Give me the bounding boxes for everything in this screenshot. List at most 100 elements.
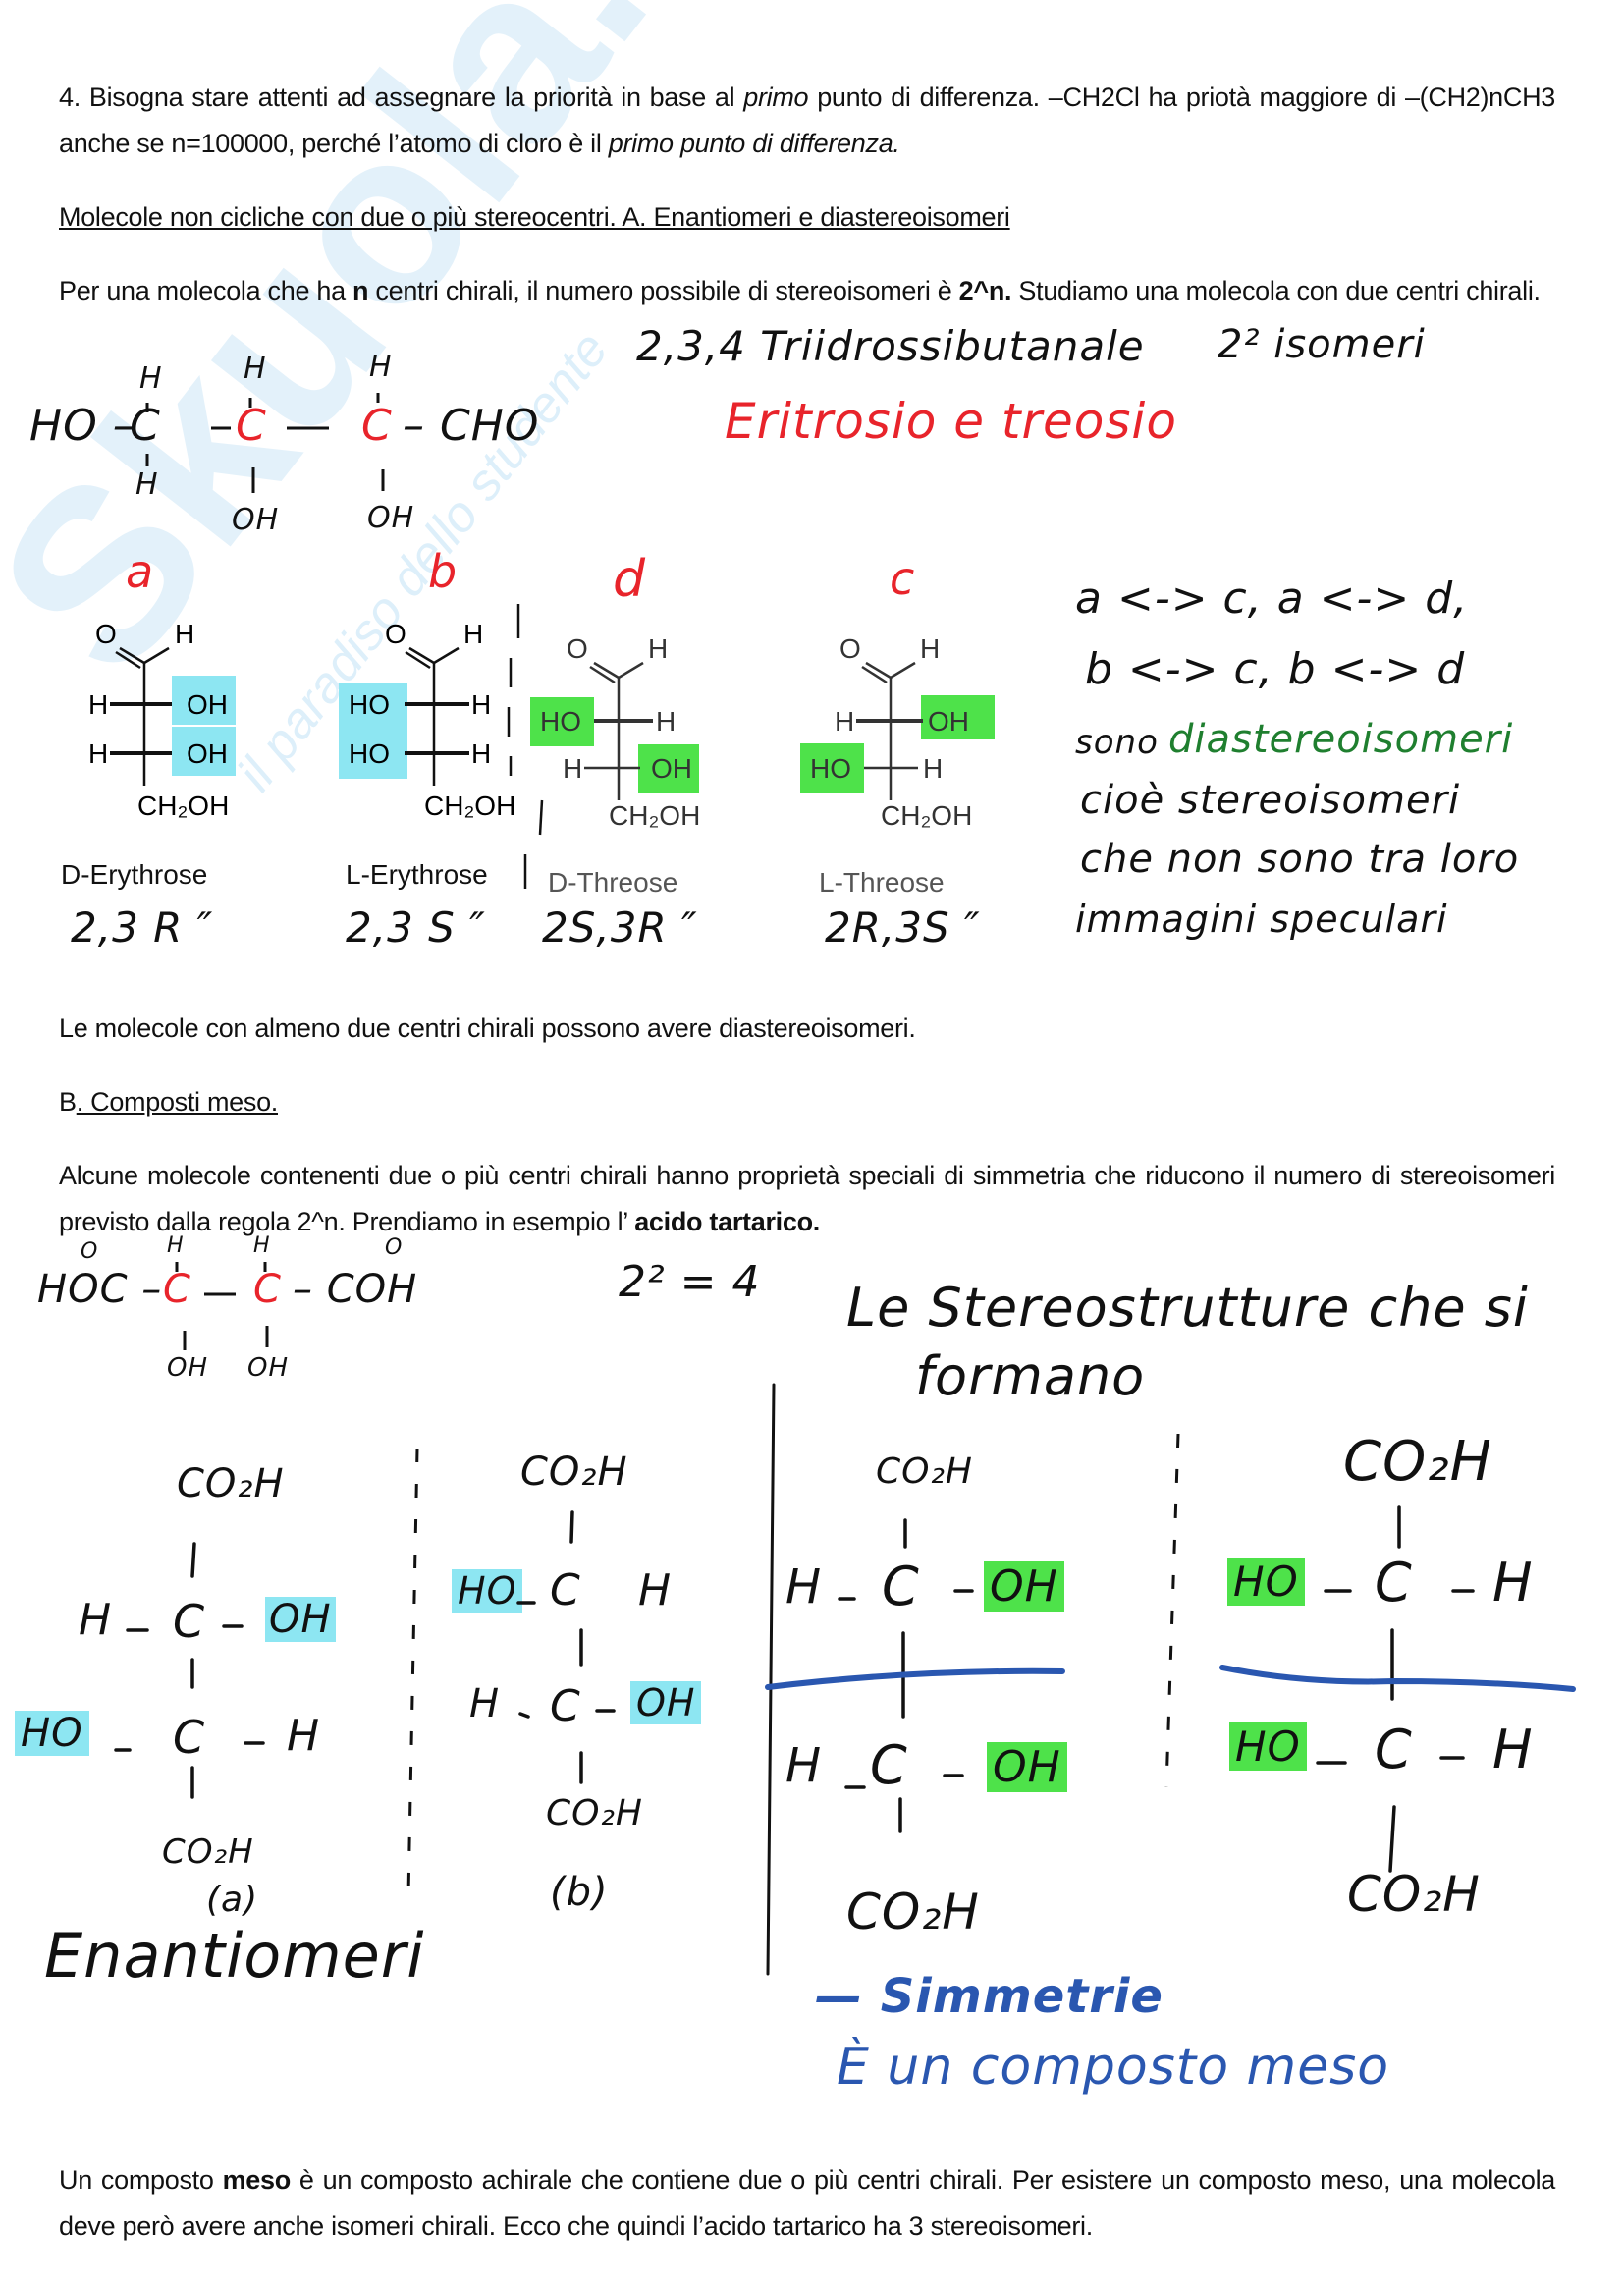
note-compound-name: 2,3,4 Triidrossibutanale (636, 322, 1145, 370)
chain-c1: C (130, 401, 161, 451)
label-b: b (428, 545, 459, 598)
highlight-oh: OH (265, 1597, 336, 1642)
chain-oh: OH (232, 503, 280, 537)
tartaric-o: O (385, 1235, 404, 1260)
paragraph-priority: 4. Bisogna stare attenti ad assegnare la… (59, 75, 1555, 167)
atom-h: H (835, 706, 854, 737)
fischer-name: D-Threose (548, 867, 678, 898)
mirror-line-dotted (406, 1433, 1180, 1896)
note-pairs-1: a <-> c, a <-> d, (1075, 574, 1469, 624)
chain-cho: – CHO (403, 401, 540, 451)
symmetry-plane (765, 1665, 1576, 1692)
highlight-ho: HO (452, 1569, 523, 1613)
atom-c: C (173, 1595, 206, 1648)
atom-c: C (870, 1734, 908, 1796)
label-a: a (126, 545, 155, 598)
fischer-config: 2S,3R ″ (542, 903, 698, 952)
paragraph-meso-definition: Un composto meso è un composto achirale … (59, 2158, 1555, 2250)
tartaric-left: HOC – (37, 1267, 163, 1312)
atom-h: H (923, 753, 943, 784)
co2h: CO₂H (846, 1884, 980, 1941)
atom-oh: OH (187, 689, 228, 720)
fischer-l-threose: O H H OH HO H CH₂OH (800, 633, 995, 831)
atom-ho: HO (540, 706, 581, 737)
tartaric-oh: OH (167, 1353, 209, 1383)
atom-ch2oh: CH₂OH (881, 800, 972, 831)
chain-h: H (135, 467, 159, 502)
atom-h: H (469, 1681, 501, 1726)
atom-h: H (1492, 1719, 1534, 1780)
tartaric-c: C (163, 1267, 191, 1312)
paragraph-diastereoisomers: Le molecole con almeno due centri chiral… (59, 1013, 916, 1043)
tartaric-bonds (175, 1262, 269, 1350)
chain-ho: HO – (29, 401, 135, 451)
fischer-name: L-Threose (819, 867, 945, 898)
atom-ho: HO (349, 689, 390, 720)
text: Alcune molecole contenenti due o più cen… (59, 1161, 1555, 1236)
co2h: CO₂H (520, 1449, 628, 1495)
text-italic: primo (743, 82, 809, 112)
atom-ch2oh: CH₂OH (609, 800, 700, 831)
highlight-oh: OH (630, 1681, 702, 1724)
chain-oh: OH (367, 501, 415, 535)
atom-oh: OH (651, 753, 692, 784)
meso-note: È un composto meso (837, 2038, 1390, 2097)
text: . Composti meso. (76, 1087, 279, 1117)
label-b: (b) (550, 1870, 609, 1915)
chain-h: H (369, 350, 393, 384)
text-bold: acido tartarico. (634, 1207, 820, 1236)
text-bold: meso (222, 2165, 292, 2195)
co2h: CO₂H (1347, 1866, 1481, 1923)
atom-c: C (1375, 1719, 1413, 1780)
paragraph-tartaric: Alcune molecole contenenti due o più cen… (59, 1153, 1555, 1245)
label-d: d (613, 550, 647, 609)
atom-h: H (785, 1738, 823, 1793)
text: Studiamo una molecola con due centri chi… (1011, 276, 1541, 305)
co2h: CO₂H (162, 1832, 254, 1872)
chain-h: H (244, 352, 267, 386)
text: punto di differenza. –CH2Cl ha priotà ma… (59, 82, 1555, 158)
tartaric-h: H (253, 1233, 271, 1258)
atom-h: H (638, 1565, 673, 1615)
atom-oh: OH (187, 738, 228, 769)
atom-o: O (95, 619, 117, 649)
enantiomers-note: Enantiomeri (44, 1920, 425, 1992)
text: Un composto (59, 2165, 223, 2195)
note-line: cioè stereoisomeri (1080, 778, 1461, 823)
atom-h: H (920, 633, 940, 664)
tartaric-oh: OH (247, 1353, 290, 1383)
atom-h: H (785, 1559, 823, 1614)
atom-c: C (550, 1681, 581, 1731)
highlight-oh: OH (984, 1561, 1064, 1612)
tartaric-o: O (81, 1239, 99, 1264)
atom-h: H (471, 689, 491, 720)
note-isomer-count: 2² isomeri (1218, 322, 1426, 367)
co2h: CO₂H (177, 1461, 285, 1506)
fischer-d-threose: O H HO H H OH CH₂OH (530, 633, 700, 831)
highlight-ho: HO (1227, 1558, 1305, 1606)
text: Per una molecola che ha (59, 276, 352, 305)
text: centri chirali, il numero possibile di s… (368, 276, 959, 305)
note-line: che non sono tra loro (1080, 837, 1520, 882)
atom-h: H (463, 619, 483, 649)
co2h: CO₂H (1343, 1430, 1492, 1494)
heading-non-cyclic: Molecole non cicliche con due o più ster… (59, 202, 1010, 232)
atom-c: C (173, 1711, 206, 1764)
co2h: CO₂H (876, 1451, 973, 1492)
fischer-name: D-Erythrose (61, 859, 208, 890)
atom-o: O (385, 619, 406, 649)
text-bold: 2^n. (958, 276, 1012, 305)
fischer-config: 2,3 S ″ (346, 903, 486, 952)
atom-ho: HO (810, 753, 851, 784)
atom-h: H (1492, 1552, 1534, 1613)
note-diastereoisomers: diastereoisomeri (1168, 717, 1514, 762)
mirror-line (507, 604, 544, 889)
chain-bonds (145, 393, 385, 493)
text-italic: primo punto di differenza. (608, 129, 900, 158)
atom-h: H (656, 706, 676, 737)
atom-h: H (563, 753, 582, 784)
atom-h: H (88, 738, 108, 769)
fischer-config: 2,3 R ″ (71, 903, 214, 952)
note-line: immagini speculari (1075, 898, 1448, 941)
fischer-name: L-Erythrose (346, 859, 488, 890)
